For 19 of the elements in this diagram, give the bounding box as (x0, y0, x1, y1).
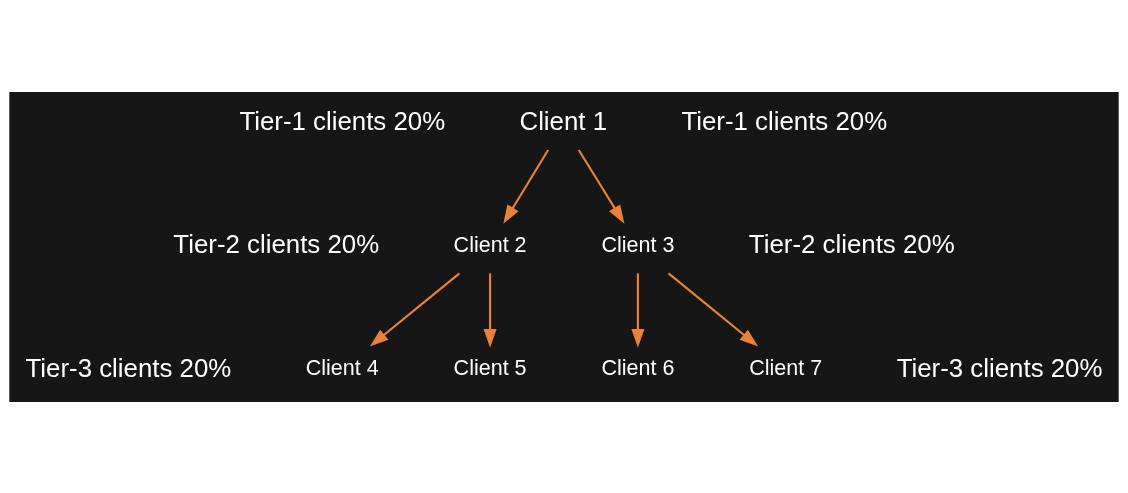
arrow (369, 272, 461, 346)
label: Tier-3 clients 20% (896, 353, 1103, 382)
node-text: Client 1 (519, 106, 608, 135)
arrow (503, 148, 550, 224)
node-text: Client 5 (453, 355, 527, 380)
arrow (577, 148, 625, 224)
node-text: Client 3 (601, 232, 675, 257)
arrow (667, 272, 759, 346)
label: Tier-3 clients 20% (25, 353, 232, 382)
arrow (631, 272, 645, 348)
label: Tier-1 clients 20% (239, 106, 446, 135)
label: Tier-2 clients 20% (173, 229, 380, 258)
node-text: Client 2 (453, 232, 527, 257)
node-text: Client 7 (749, 355, 823, 380)
label: Tier-2 clients 20% (748, 229, 955, 258)
node-text: Client 4 (305, 355, 379, 380)
label: Tier-1 clients 20% (681, 106, 888, 135)
arrow (483, 272, 497, 348)
node-text: Client 6 (601, 355, 675, 380)
